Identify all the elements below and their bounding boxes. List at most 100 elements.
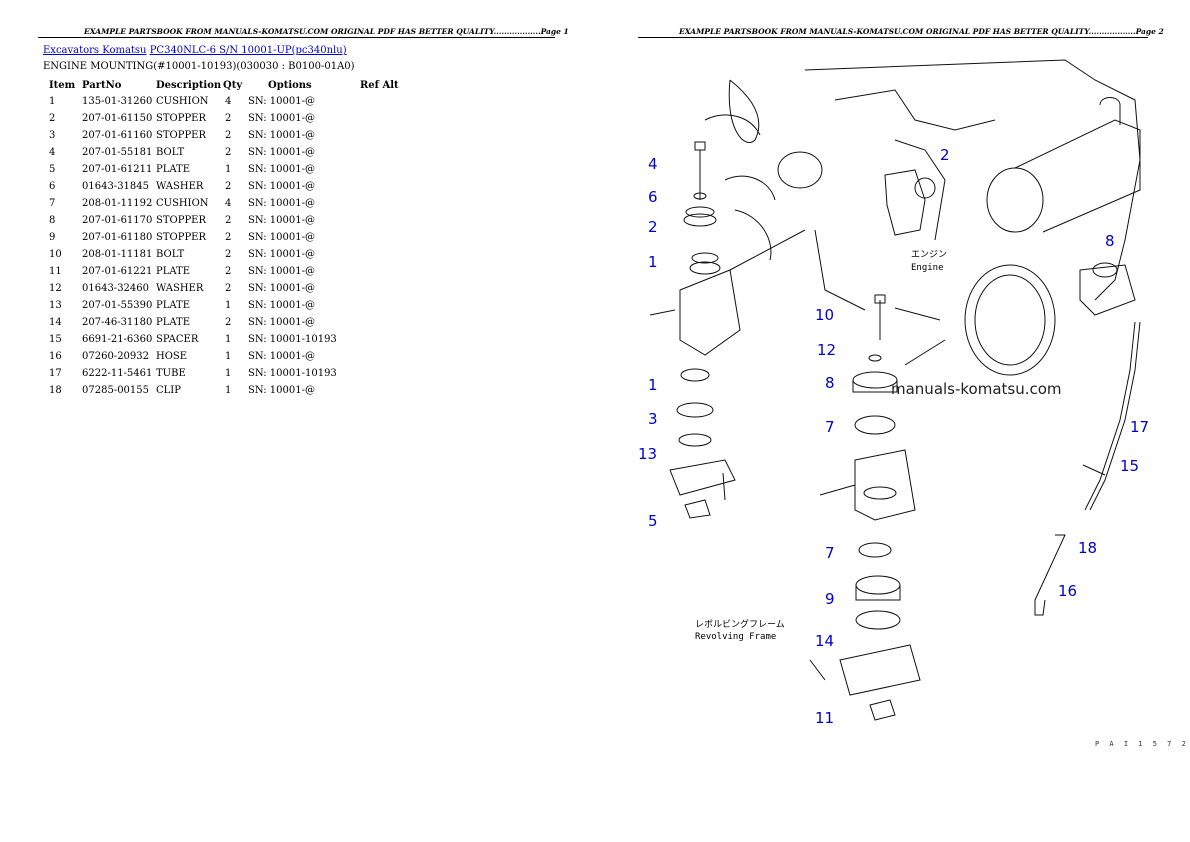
callout-1b: 1 (648, 376, 658, 394)
cell-refalt (360, 144, 399, 161)
cell-description: SPACER (156, 334, 199, 345)
cell-refalt (360, 263, 399, 280)
cell-item: 10 (49, 249, 62, 260)
cell-partno: 07260-20932 (82, 351, 150, 362)
page-1: EXAMPLE PARTSBOOK FROM MANUALS-KOMATSU.C… (38, 27, 569, 399)
cell-partno: 207-01-61170 (82, 215, 153, 226)
cell-item: 5 (49, 164, 56, 175)
cell-partno: 208-01-11181 (82, 249, 153, 260)
cell-options: SN: 10001-@ (248, 385, 315, 396)
cell-qty: 2 (225, 283, 232, 294)
cell-options: SN: 10001-@ (248, 164, 315, 175)
cell-qty: 1 (225, 164, 232, 175)
cell-qty: 1 (225, 334, 232, 345)
cell-item: 8 (49, 215, 56, 226)
cell-refalt (360, 297, 399, 314)
cell-options: SN: 10001-10193 (248, 334, 337, 345)
cell-qty: 4 (225, 198, 232, 209)
cell-item: 16 (49, 351, 62, 362)
col-header-description: Description (156, 79, 222, 91)
cell-item: 17 (49, 368, 62, 379)
cell-description: BOLT (156, 249, 185, 260)
cell-item: 9 (49, 232, 56, 243)
page-2: EXAMPLE PARTSBOOK FROM MANUALS-KOMATSU.C… (595, 0, 1190, 842)
cell-partno: 207-01-61160 (82, 130, 153, 141)
cell-item: 2 (49, 113, 56, 124)
cell-description: PLATE (156, 300, 191, 311)
cell-partno: 6222-11-5461 (82, 368, 153, 379)
cell-refalt (360, 246, 399, 263)
callout-12: 12 (817, 341, 836, 359)
cell-refalt (360, 195, 399, 212)
cell-partno: 207-01-61221 (82, 266, 153, 277)
cell-item: 3 (49, 130, 56, 141)
callout-14: 14 (815, 632, 834, 650)
callout-7b: 7 (825, 544, 835, 562)
callout-4: 4 (648, 155, 658, 173)
cell-description: TUBE (156, 368, 186, 379)
cell-item: 1 (49, 96, 56, 107)
callout-10: 10 (815, 306, 834, 324)
cell-options: SN: 10001-@ (248, 215, 315, 226)
breadcrumb-link-category[interactable]: Excavators Komatsu (43, 45, 147, 56)
engine-label-jp: エンジン (911, 250, 947, 260)
cell-options: SN: 10001-@ (248, 147, 315, 158)
callout-1: 1 (648, 253, 658, 271)
cell-options: SN: 10001-@ (248, 113, 315, 124)
callout-11: 11 (815, 709, 834, 727)
cell-options: SN: 10001-@ (248, 181, 315, 192)
callout-16: 16 (1058, 582, 1077, 600)
cell-options: SN: 10001-@ (248, 249, 315, 260)
col-header-partno: PartNo (82, 79, 122, 91)
cell-item: 6 (49, 181, 56, 192)
cell-partno: 6691-21-6360 (82, 334, 153, 345)
cell-description: WASHER (156, 283, 204, 294)
cell-options: SN: 10001-@ (248, 283, 315, 294)
cell-refalt (360, 127, 399, 144)
header-rule (38, 37, 555, 38)
page-header: EXAMPLE PARTSBOOK FROM MANUALS-KOMATSU.C… (679, 27, 1164, 36)
cell-qty: 2 (225, 266, 232, 277)
cell-partno: 07285-00155 (82, 385, 150, 396)
cell-partno: 01643-31845 (82, 181, 150, 192)
watermark-text: manuals-komatsu.com (891, 380, 1062, 398)
cell-partno: 207-01-61150 (82, 113, 153, 124)
page-header: EXAMPLE PARTSBOOK FROM MANUALS-KOMATSU.C… (84, 27, 569, 36)
cell-item: 12 (49, 283, 62, 294)
cell-item: 18 (49, 385, 62, 396)
col-header-qty: Qty (223, 79, 243, 91)
cell-qty: 2 (225, 232, 232, 243)
cell-partno: 208-01-11192 (82, 198, 153, 209)
callout-5: 5 (648, 512, 658, 530)
callout-18: 18 (1078, 539, 1097, 557)
cell-description: STOPPER (156, 113, 207, 124)
cell-qty: 2 (225, 181, 232, 192)
parts-table: Item PartNo Description Qty Options Ref … (45, 77, 399, 399)
breadcrumb-link-model[interactable]: PC340NLC-6 S/N 10001-UP(pc340nlu) (149, 45, 347, 56)
frame-label-jp: レボルビングフレーム (695, 618, 785, 630)
cell-refalt (360, 314, 399, 331)
cell-item: 14 (49, 317, 62, 328)
cell-qty: 1 (225, 385, 232, 396)
cell-options: SN: 10001-@ (248, 198, 315, 209)
cell-refalt (360, 93, 399, 110)
callout-7: 7 (825, 418, 835, 436)
callout-6: 6 (648, 188, 658, 206)
cell-partno: 207-01-55390 (82, 300, 153, 311)
cell-description: CUSHION (156, 198, 209, 209)
cell-refalt (360, 229, 399, 246)
cell-item: 4 (49, 147, 56, 158)
callout-9: 9 (825, 590, 835, 608)
cell-refalt (360, 280, 399, 297)
